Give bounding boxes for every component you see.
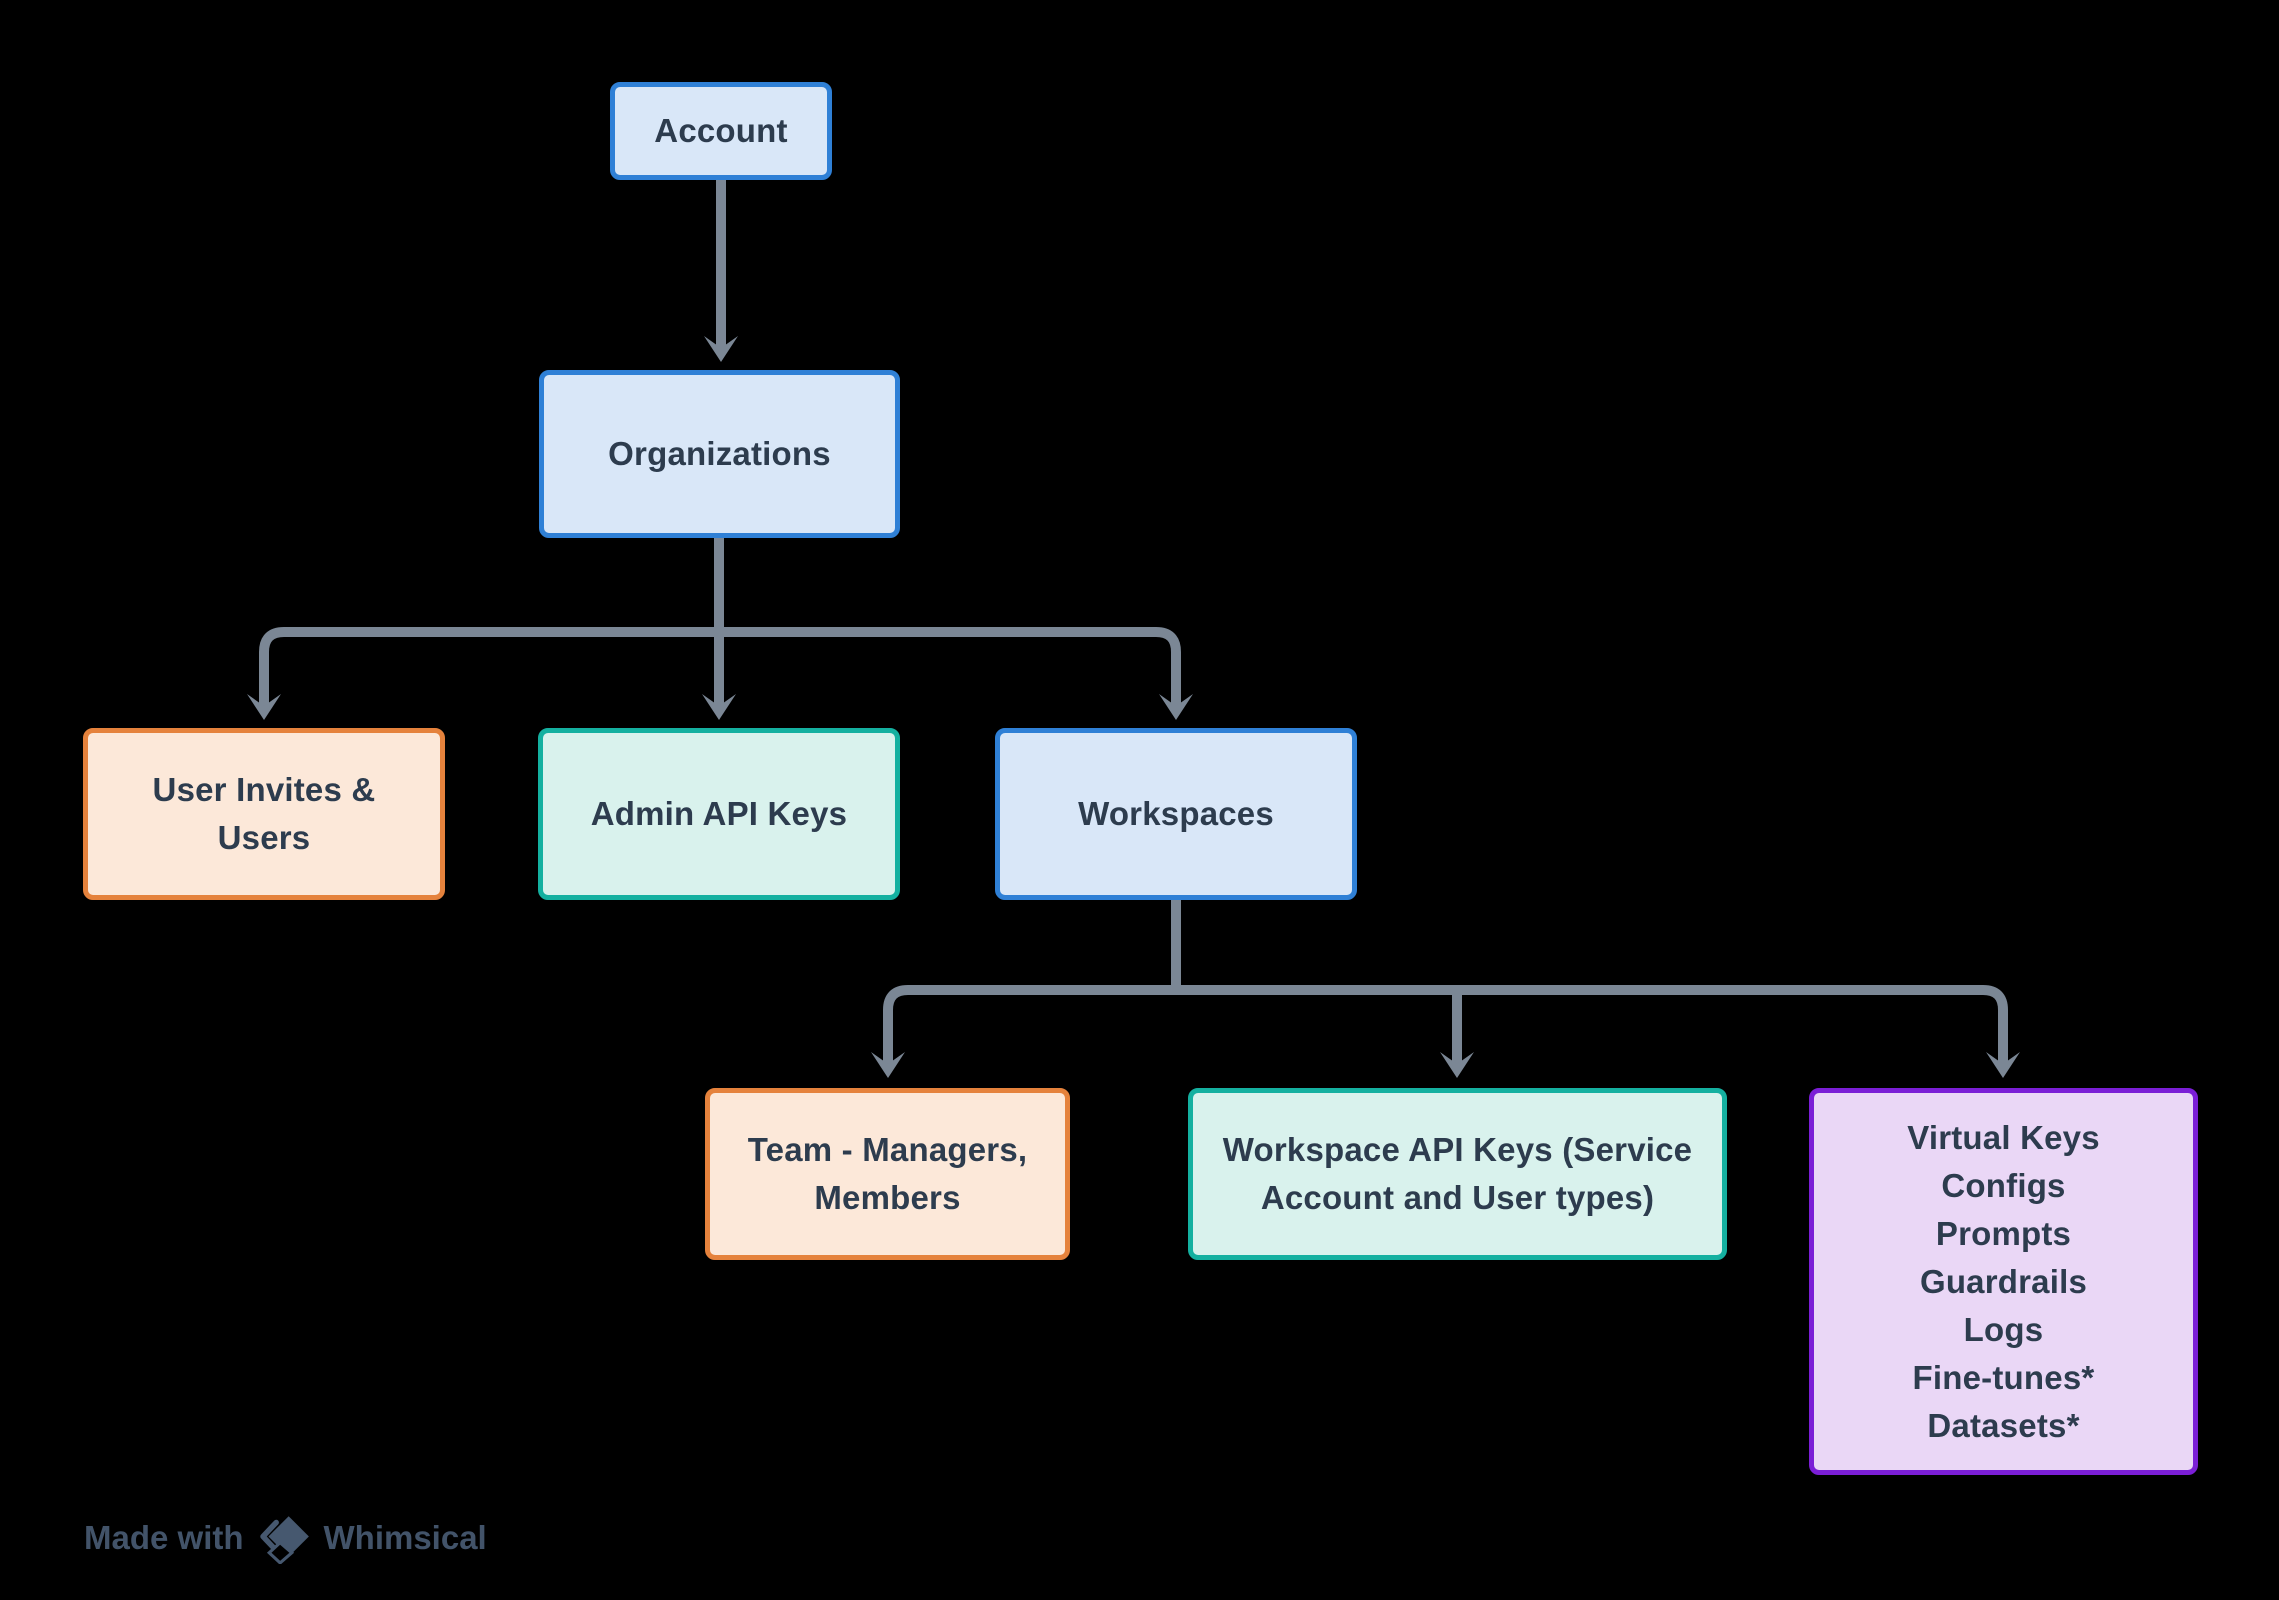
node-label-line: Configs xyxy=(1941,1166,2066,1204)
node-admin-api-keys: Admin API Keys xyxy=(538,728,900,900)
whimsical-logo-icon xyxy=(256,1512,312,1564)
node-workspace-resources: Virtual Keys Configs Prompts Guardrails … xyxy=(1809,1088,2198,1475)
node-label-line: Account and User types) xyxy=(1260,1179,1655,1216)
arrowheads xyxy=(247,336,2020,1078)
node-label-line: Logs xyxy=(1963,1310,2044,1348)
node-label: Workspaces xyxy=(1078,795,1274,832)
node-label-line: Team - Managers, xyxy=(747,1131,1028,1168)
node-workspace-api-keys: Workspace API Keys (Service Account and … xyxy=(1188,1088,1727,1260)
whimsical-watermark[interactable]: Made with Whimsical xyxy=(84,1512,487,1564)
edge-workspaces-rail xyxy=(883,985,2008,1064)
node-label: Admin API Keys xyxy=(590,795,848,832)
node-label-line: Virtual Keys xyxy=(1907,1118,2100,1156)
node-user-invites-and-users: User Invites & Users xyxy=(83,728,445,900)
node-label-line: Datasets* xyxy=(1927,1406,2080,1444)
node-team-managers-members: Team - Managers, Members xyxy=(705,1088,1070,1260)
node-label-line: Prompts xyxy=(1935,1214,2072,1252)
node-label: Account xyxy=(654,112,788,149)
watermark-brand: Whimsical xyxy=(323,1519,487,1556)
node-label-line: Guardrails xyxy=(1919,1262,2088,1300)
node-label-line: Workspace API Keys (Service xyxy=(1222,1131,1693,1168)
node-label: Organizations xyxy=(608,435,831,472)
watermark-prefix: Made with xyxy=(84,1519,244,1556)
node-label-line: Fine-tunes* xyxy=(1912,1358,2095,1396)
node-label-line: Users xyxy=(217,819,311,856)
node-label-line: Members xyxy=(814,1179,961,1216)
node-label-line: User Invites & xyxy=(152,771,376,808)
node-account: Account xyxy=(610,82,832,180)
node-workspaces: Workspaces xyxy=(995,728,1357,900)
node-organizations: Organizations xyxy=(539,370,900,538)
